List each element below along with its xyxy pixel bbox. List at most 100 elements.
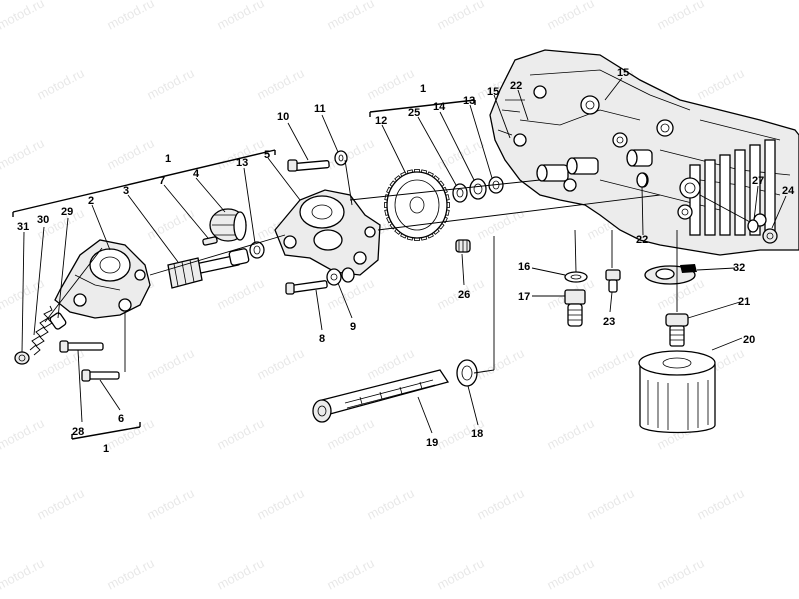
callout-23: 23 xyxy=(603,316,615,328)
plug-part-24 xyxy=(762,228,778,244)
washer-part-11 xyxy=(334,150,348,166)
leader-lines xyxy=(21,77,787,434)
callout-18: 18 xyxy=(471,428,483,440)
watermark-text: motod.ru xyxy=(474,485,526,522)
callout-15-right: 15 xyxy=(617,67,629,79)
watermark-text: motod.ru xyxy=(694,485,746,522)
callout-10: 10 xyxy=(277,111,289,123)
watermark-text: motod.ru xyxy=(104,135,156,172)
callout-26: 26 xyxy=(458,289,470,301)
callout-17: 17 xyxy=(518,291,530,303)
callout-13-left: 13 xyxy=(236,157,248,169)
oil-filter-part-20 xyxy=(638,350,716,434)
callout-1-top-center: 1 xyxy=(420,83,426,95)
drive-gear-part-12 xyxy=(384,169,450,241)
watermark-text: motod.ru xyxy=(104,415,156,452)
callout-25: 25 xyxy=(408,107,420,119)
callout-6: 6 xyxy=(118,413,124,425)
watermark-text: motod.ru xyxy=(104,555,156,592)
callout-22-bottom: 22 xyxy=(636,234,648,246)
bolt-part-28 xyxy=(59,340,104,353)
callout-15-left: 15 xyxy=(487,86,499,98)
callout-labels: 1 1 1 2 3 4 5 6 7 8 9 10 11 12 13 13 14 … xyxy=(17,67,795,455)
watermark-text: motod.ru xyxy=(214,555,266,592)
valve-part-29 xyxy=(49,312,67,330)
watermark-text: motod.ru xyxy=(654,555,706,592)
watermark-text: motod.ru xyxy=(324,135,376,172)
watermark-text: motod.ru xyxy=(34,485,86,522)
rotor-shaft-part-3 xyxy=(167,248,250,289)
watermark-text: motod.ru xyxy=(144,65,196,102)
oil-strainer-part-19 xyxy=(312,369,450,423)
watermark-text: motod.ru xyxy=(254,485,306,522)
watermark-text: motod.ru xyxy=(364,345,416,382)
callout-22-top: 22 xyxy=(510,80,522,92)
callout-5: 5 xyxy=(264,149,270,161)
assembly-axis-lines xyxy=(44,159,751,374)
sensor-part-32 xyxy=(644,264,697,285)
watermark-text: motod.ru xyxy=(214,275,266,312)
callout-1-bottom-left: 1 xyxy=(103,443,109,455)
watermark-text: motod.ru xyxy=(324,415,376,452)
watermark-text: motod.ru xyxy=(474,205,526,242)
screw-part-23 xyxy=(605,269,621,293)
callout-16: 16 xyxy=(518,261,530,273)
watermark-text: motod.ru xyxy=(364,65,416,102)
watermark-text: motod.ru xyxy=(254,65,306,102)
watermark-text: motod.ru xyxy=(324,0,376,33)
callout-8: 8 xyxy=(319,333,325,345)
callout-21: 21 xyxy=(738,296,750,308)
callout-9: 9 xyxy=(350,321,356,333)
group-brackets xyxy=(12,99,476,440)
callout-14: 14 xyxy=(433,101,446,113)
watermark-text: motod.ru xyxy=(0,555,47,592)
watermark-text: motod.ru xyxy=(0,135,47,172)
pump-body-part-5 xyxy=(274,189,381,276)
callout-19: 19 xyxy=(426,437,438,449)
dowel-part-22 xyxy=(636,172,648,188)
watermark-text: motod.ru xyxy=(0,0,47,33)
callout-7: 7 xyxy=(159,175,165,187)
watermark-text: motod.ru xyxy=(34,65,86,102)
engine-crankcase xyxy=(489,49,799,256)
callout-27: 27 xyxy=(752,175,764,187)
callout-13-right: 13 xyxy=(463,95,475,107)
drain-plug-part-17 xyxy=(564,289,586,327)
watermark-text: motod.ru xyxy=(694,65,746,102)
watermark-text: motod.ru xyxy=(434,555,486,592)
nozzle-part-26 xyxy=(455,239,471,253)
bolt-part-6 xyxy=(81,369,120,382)
washer-part-9 xyxy=(326,267,355,286)
watermark-text: motod.ru xyxy=(544,0,596,33)
watermark-text: motod.ru xyxy=(474,345,526,382)
watermark-text: motod.ru xyxy=(584,345,636,382)
watermark-text: motod.ru xyxy=(654,0,706,33)
callout-11: 11 xyxy=(314,103,326,115)
watermark-text: motod.ru xyxy=(144,345,196,382)
callout-30: 30 xyxy=(37,214,49,226)
o-ring-part-13-left xyxy=(249,241,265,259)
watermark-text: motod.ru xyxy=(434,0,486,33)
callout-28: 28 xyxy=(72,426,84,438)
washer-part-27 xyxy=(747,219,759,233)
pump-cover-part-2 xyxy=(54,239,151,319)
callout-4: 4 xyxy=(193,168,200,180)
watermark-text: motod.ru xyxy=(214,415,266,452)
gear-rotor-part-4 xyxy=(209,208,247,242)
spacer-part-14 xyxy=(469,178,487,200)
callout-2: 2 xyxy=(88,195,94,207)
washer-part-25 xyxy=(452,183,468,203)
nipple-part-21 xyxy=(665,313,689,347)
bolt-part-10 xyxy=(287,159,330,172)
watermark-text: motod.ru xyxy=(544,415,596,452)
pin-part-7 xyxy=(202,236,218,246)
watermark-text: motod.ru xyxy=(584,485,636,522)
watermark-text: motod.ru xyxy=(324,555,376,592)
watermark-text: motod.ru xyxy=(0,415,47,452)
callout-29: 29 xyxy=(61,206,73,218)
callout-1-top-left: 1 xyxy=(165,153,171,165)
bolt-part-8 xyxy=(285,280,328,295)
callout-12: 12 xyxy=(375,115,387,127)
watermark-text: motod.ru xyxy=(214,0,266,33)
